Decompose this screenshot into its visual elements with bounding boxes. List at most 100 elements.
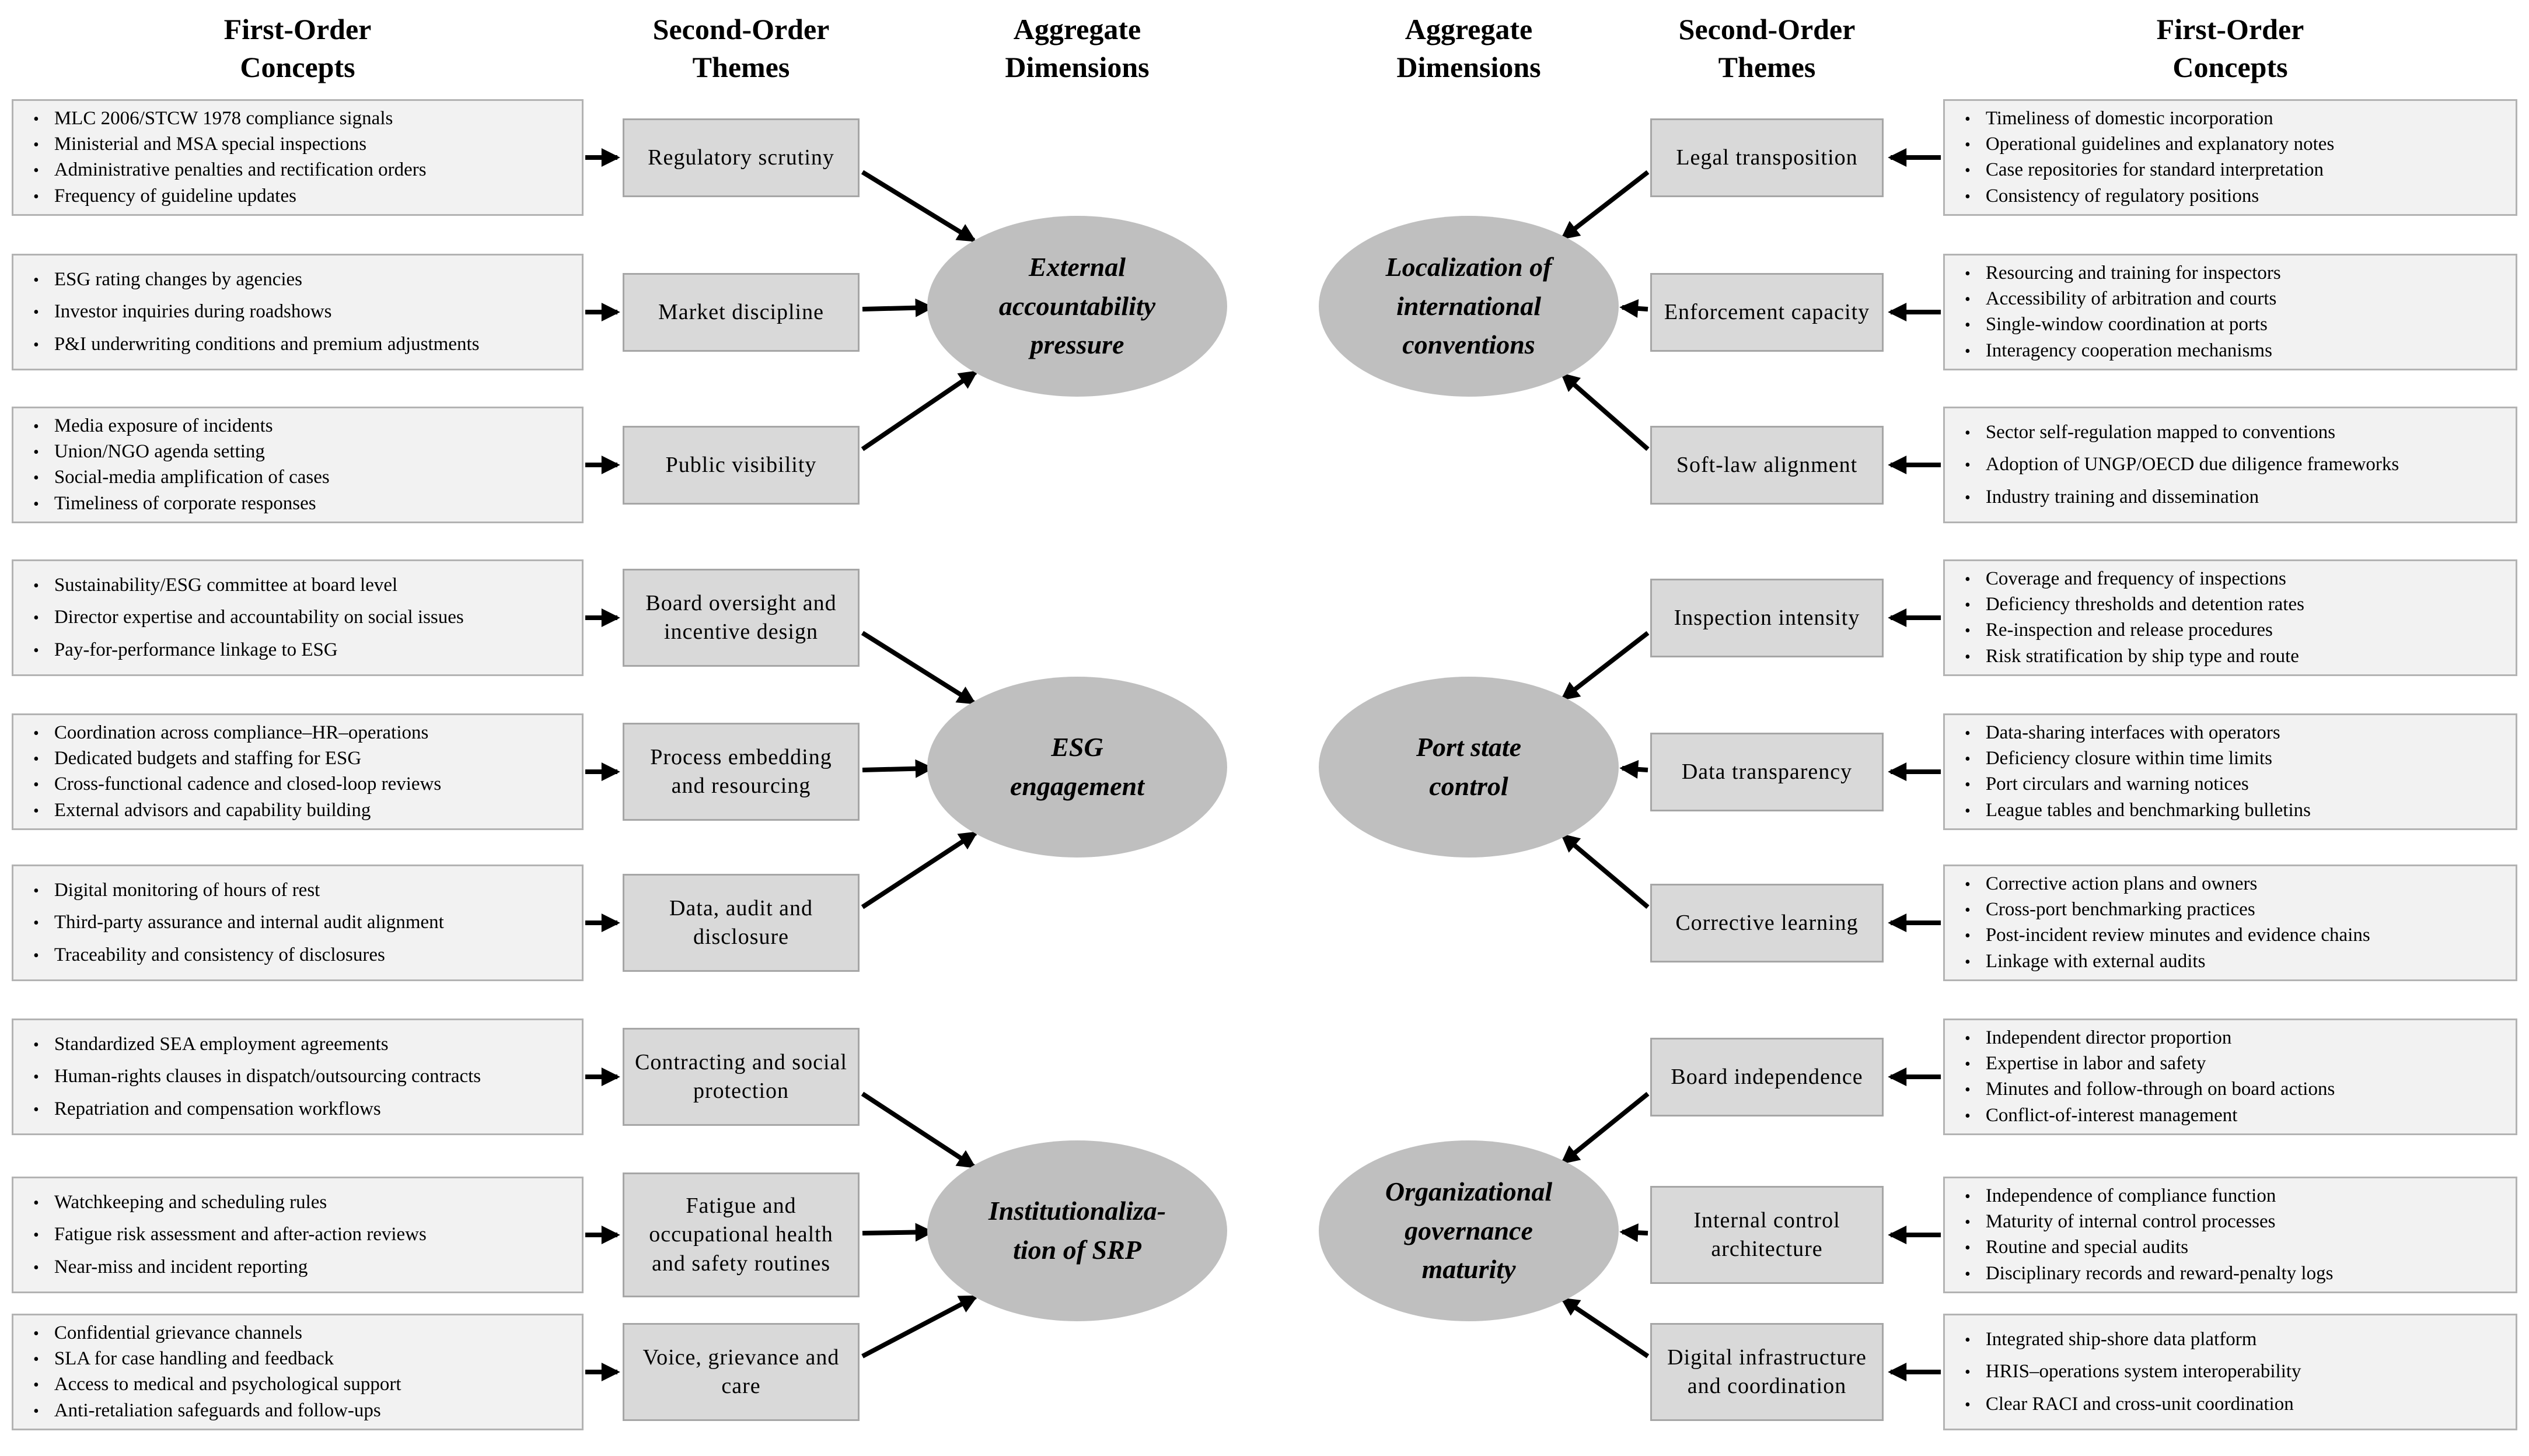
bullet-icon: • xyxy=(33,335,39,354)
concept-text: Fatigue risk assessment and after-action… xyxy=(54,1224,427,1245)
bullet-icon: • xyxy=(33,469,39,488)
bullet-icon: • xyxy=(33,914,39,933)
concept-text: Data-sharing interfaces with operators xyxy=(1985,722,2280,743)
bullet-icon: • xyxy=(1965,316,1971,335)
bullet-icon: • xyxy=(33,576,39,595)
bullet-icon: • xyxy=(33,750,39,769)
concept-bullet: • Clear RACI and cross-unit coordination xyxy=(1965,1393,2509,1416)
concepts-internal-control: • Independence of compliance function • … xyxy=(1943,1177,2517,1293)
concept-bullet: • Media exposure of incidents xyxy=(33,415,575,438)
concept-bullet: • External advisors and capability build… xyxy=(33,799,575,822)
bullet-icon: • xyxy=(33,303,39,322)
concept-bullet: • Integrated ship-shore data platform xyxy=(1965,1328,2509,1352)
theme-board-oversight: Board oversight and incentive design xyxy=(623,569,860,667)
concept-bullet: • Cross-port benchmarking practices xyxy=(1965,898,2509,922)
concept-text: Accessibility of arbitration and courts xyxy=(1985,288,2277,310)
concept-bullet: • Post-incident review minutes and evide… xyxy=(1965,924,2509,947)
concept-text: SLA for case handling and feedback xyxy=(54,1348,334,1370)
concept-text: Coverage and frequency of inspections xyxy=(1985,568,2286,589)
dimension-label: Organizational governance maturity xyxy=(1385,1176,1553,1284)
theme-label: Contracting and social protection xyxy=(635,1049,847,1103)
concept-text: Sector self-regulation mapped to convent… xyxy=(1985,421,2336,443)
concept-text: Dedicated budgets and staffing for ESG xyxy=(54,748,362,769)
concept-text: Expertise in labor and safety xyxy=(1985,1053,2206,1074)
bullet-icon: • xyxy=(1965,1331,1971,1349)
theme-label: Public visibility xyxy=(665,452,817,477)
concept-bullet: • Pay-for-performance linkage to ESG xyxy=(33,639,575,662)
concept-bullet: • Coordination across compliance–HR–oper… xyxy=(33,722,575,745)
dimension-label: ESG engagement xyxy=(1010,732,1144,801)
theme-soft-law-alignment: Soft-law alignment xyxy=(1650,426,1884,505)
bullet-icon: • xyxy=(33,609,39,628)
concept-bullet: • Single-window coordination at ports xyxy=(1965,313,2509,337)
dimension-port-state-control: Port state control xyxy=(1319,677,1619,858)
theme-label: Legal transposition xyxy=(1676,145,1858,170)
column-header-first-order-left: First-Order Concepts xyxy=(223,13,372,83)
concept-text: Minutes and follow-through on board acti… xyxy=(1985,1079,2335,1100)
theme-legal-transposition: Legal transposition xyxy=(1650,118,1884,197)
concept-bullet: • Interagency cooperation mechanisms xyxy=(1965,340,2509,363)
bullet-icon: • xyxy=(1965,802,1971,820)
bullet-icon: • xyxy=(33,417,39,436)
dimension-external-accountability-pressure: External accountability pressure xyxy=(927,216,1227,397)
concepts-data-audit: • Digital monitoring of hours of rest • … xyxy=(12,864,584,981)
concept-text: Administrative penalties and rectificati… xyxy=(54,159,427,181)
dimension-label: Localization of international convention… xyxy=(1385,251,1552,360)
bullet-icon: • xyxy=(33,946,39,965)
bullet-icon: • xyxy=(1965,1239,1971,1258)
concept-text: Independence of compliance function xyxy=(1985,1185,2276,1206)
bullet-icon: • xyxy=(1965,596,1971,615)
arrow-icon xyxy=(861,831,979,909)
concept-bullet: • Anti-retaliation safeguards and follow… xyxy=(33,1399,575,1423)
concept-text: Cross-functional cadence and closed-loop… xyxy=(54,774,442,795)
bullet-icon: • xyxy=(33,1068,39,1087)
concept-bullet: • Investor inquiries during roadshows xyxy=(33,300,575,324)
concepts-legal-transposition: • Timeliness of domestic incorporation •… xyxy=(1943,99,2517,216)
theme-label: Inspection intensity xyxy=(1674,605,1860,630)
concepts-data-transparency: • Data-sharing interfaces with operators… xyxy=(1943,713,2517,830)
concept-bullet: • Director expertise and accountability … xyxy=(33,606,575,629)
theme-data-transparency: Data transparency xyxy=(1650,733,1884,811)
concept-bullet: • MLC 2006/STCW 1978 compliance signals xyxy=(33,107,575,131)
bullet-icon: • xyxy=(1965,1055,1971,1074)
concept-text: Investor inquiries during roadshows xyxy=(54,301,332,323)
arrow-icon xyxy=(861,631,977,705)
concept-bullet: • Maturity of internal control processes xyxy=(1965,1210,2509,1234)
concept-text: P&I underwriting conditions and premium … xyxy=(54,333,480,355)
theme-internal-control: Internal control architecture xyxy=(1650,1186,1884,1284)
arrow-icon xyxy=(1560,372,1650,452)
concept-text: Watchkeeping and scheduling rules xyxy=(54,1191,327,1213)
concept-bullet: • Social-media amplification of cases xyxy=(33,466,575,489)
arrow-icon xyxy=(862,759,934,778)
concept-bullet: • Sector self-regulation mapped to conve… xyxy=(1965,421,2509,444)
concept-bullet: • Case repositories for standard interpr… xyxy=(1965,159,2509,182)
theme-label: Market discipline xyxy=(658,299,824,324)
bullet-icon: • xyxy=(1965,875,1971,894)
concept-text: Conflict-of-interest management xyxy=(1985,1104,2238,1126)
concept-text: Resourcing and training for inspectors xyxy=(1985,262,2281,284)
concept-bullet: • Timeliness of domestic incorporation xyxy=(1965,107,2509,131)
bullet-icon: • xyxy=(1965,488,1971,507)
bullet-icon: • xyxy=(1965,1363,1971,1382)
concept-text: Director expertise and accountability on… xyxy=(54,607,464,628)
concepts-soft-law-alignment: • Sector self-regulation mapped to conve… xyxy=(1943,407,2517,523)
bullet-icon: • xyxy=(33,802,39,820)
concept-text: Linkage with external audits xyxy=(1985,950,2206,972)
concept-text: Case repositories for standard interpret… xyxy=(1985,159,2324,181)
bullet-icon: • xyxy=(1965,1187,1971,1206)
concept-text: Disciplinary records and reward-penalty … xyxy=(1985,1262,2334,1284)
concept-bullet: • Near-miss and incident reporting xyxy=(33,1256,575,1279)
concept-text: Near-miss and incident reporting xyxy=(54,1256,308,1278)
theme-corrective-learning: Corrective learning xyxy=(1650,884,1884,963)
concept-bullet: • Fatigue risk assessment and after-acti… xyxy=(33,1223,575,1247)
theme-label: Internal control architecture xyxy=(1693,1208,1840,1261)
dimension-label: Port state control xyxy=(1416,732,1522,801)
theme-digital-infrastructure: Digital infrastructure and coordination xyxy=(1650,1323,1884,1421)
arrow-icon xyxy=(1560,1297,1650,1359)
theme-label: Data transparency xyxy=(1681,759,1853,784)
theme-market-discipline: Market discipline xyxy=(623,273,860,352)
bullet-icon: • xyxy=(1965,927,1971,946)
column-header-second-order-left: Second-Order Themes xyxy=(652,13,830,83)
arrow-icon xyxy=(1560,1091,1650,1165)
